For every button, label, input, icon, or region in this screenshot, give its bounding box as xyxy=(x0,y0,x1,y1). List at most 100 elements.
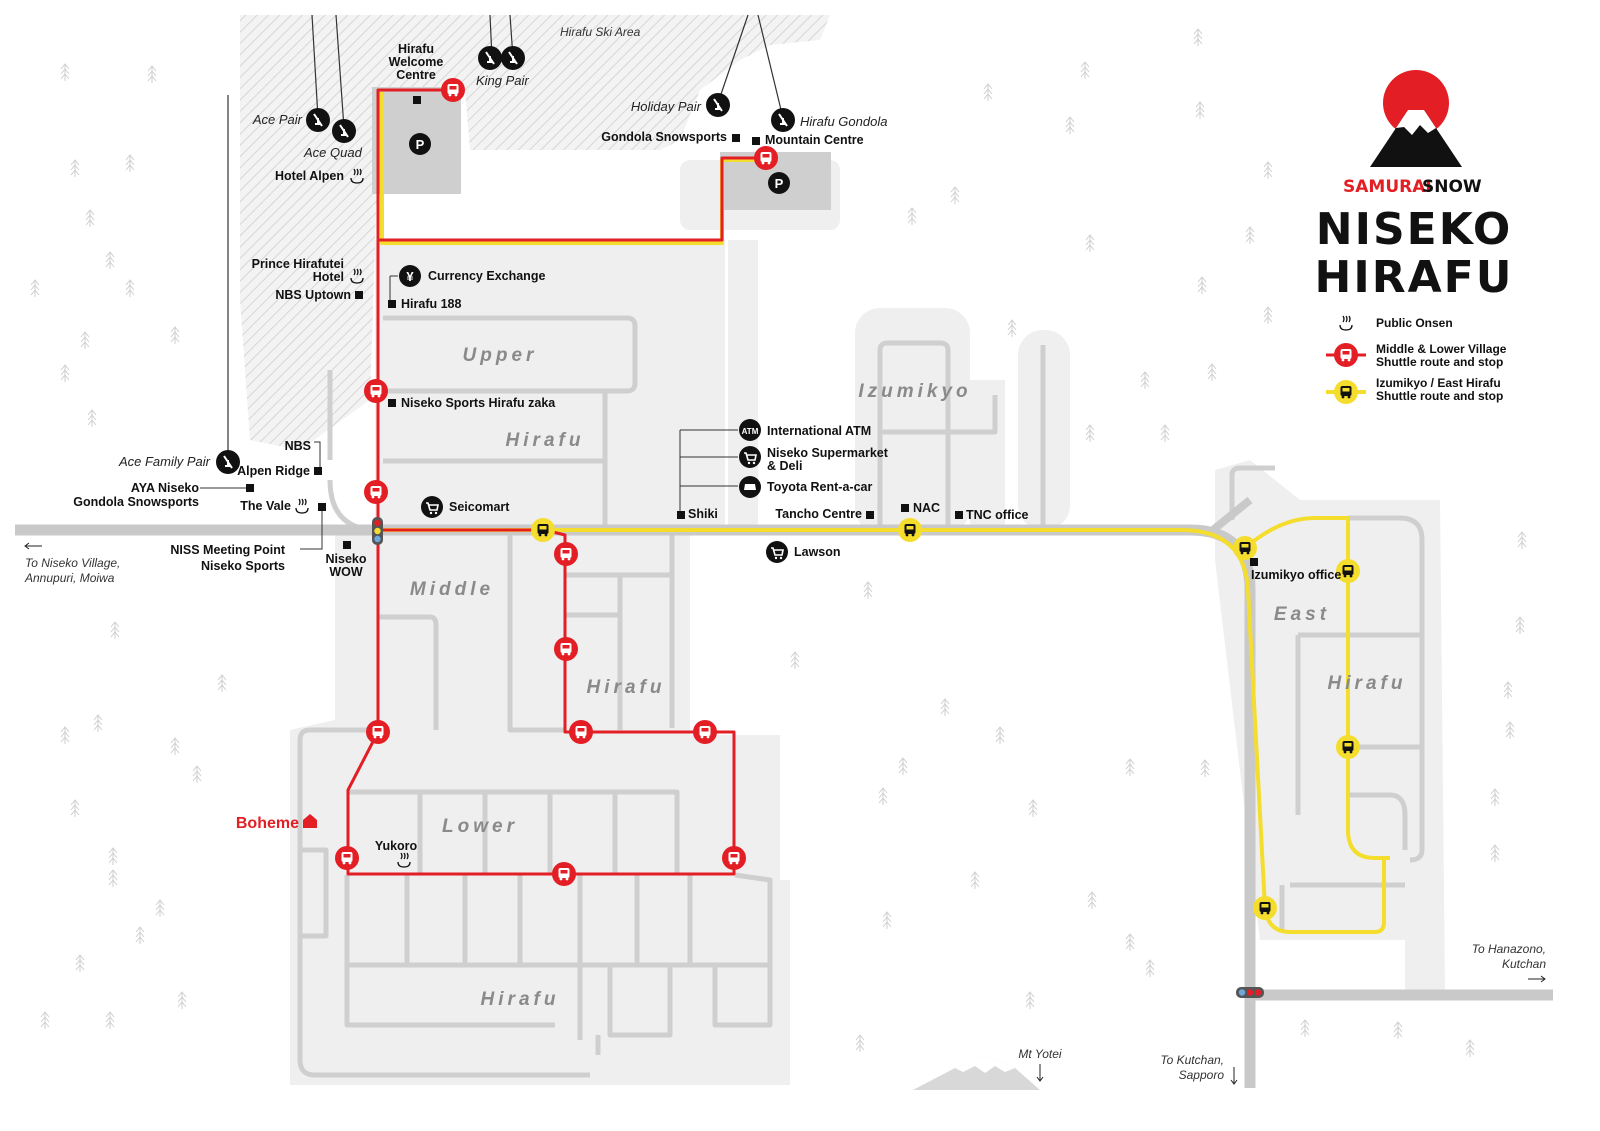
svg-text:Hirafu 188: Hirafu 188 xyxy=(401,297,461,311)
svg-text:Niseko: Niseko xyxy=(326,552,367,566)
atm-icon xyxy=(739,419,761,441)
bus-stop-red-icon xyxy=(552,862,576,886)
brand-samurai: SAMURAI xyxy=(1343,177,1432,197)
svg-text:Shuttle route and stop: Shuttle route and stop xyxy=(1376,355,1503,369)
svg-text:Lower: Lower xyxy=(442,816,518,837)
chairlift-icon xyxy=(705,92,731,118)
svg-text:Centre: Centre xyxy=(396,68,436,82)
boheme-marker: Boheme xyxy=(236,814,317,832)
place-labels: Hirafu Welcome Centre Gondola Snowsports… xyxy=(73,42,1341,853)
svg-text:Mt Yotei: Mt Yotei xyxy=(1018,1047,1061,1061)
svg-text:P: P xyxy=(416,137,425,152)
ski-area: Hirafu Ski Area xyxy=(240,15,830,450)
onsen-icon xyxy=(295,498,309,514)
red-route xyxy=(346,88,765,876)
yellow-route xyxy=(377,92,1390,934)
svg-text:Middle & Lower Village: Middle & Lower Village xyxy=(1376,342,1507,356)
svg-text:Yukoro: Yukoro xyxy=(375,839,418,853)
svg-text:NBS Uptown: NBS Uptown xyxy=(275,288,351,302)
bus-stop-red-icon xyxy=(554,542,578,566)
bus-stop-red-icon xyxy=(335,846,359,870)
place-markers xyxy=(246,96,1258,566)
bus-stop-red-icon xyxy=(569,720,593,744)
svg-text:Hirafu: Hirafu xyxy=(481,989,560,1010)
svg-text:Izumikyo: Izumikyo xyxy=(858,381,971,402)
leader-lines xyxy=(200,275,738,550)
svg-text:Tancho Centre: Tancho Centre xyxy=(775,507,862,521)
bus-stop-yellow-icon xyxy=(898,518,922,542)
shopping-cart-icon xyxy=(738,445,762,469)
direction-labels: To Niseko Village, Annupuri, Moiwa To Ha… xyxy=(24,542,1546,1085)
svg-text:Hirafu: Hirafu xyxy=(1328,673,1407,694)
svg-text:Kutchan: Kutchan xyxy=(1502,957,1546,971)
svg-text:AYA Niseko: AYA Niseko xyxy=(131,481,199,495)
lift-lines xyxy=(227,14,784,460)
svg-text:Middle: Middle xyxy=(410,579,494,600)
svg-text:Sapporo: Sapporo xyxy=(1179,1068,1225,1082)
svg-text:Shiki: Shiki xyxy=(688,507,718,521)
legend-yellow-bus-icon xyxy=(1334,380,1358,404)
streets xyxy=(297,315,1425,1078)
chairlift-icon xyxy=(500,45,526,71)
brand-logo: SAMURAI SNOW xyxy=(1343,70,1482,197)
svg-text:Upper: Upper xyxy=(463,345,538,366)
chairlift-icon xyxy=(477,45,503,71)
svg-text:Hirafu: Hirafu xyxy=(398,42,434,56)
svg-text:Niseko Sports: Niseko Sports xyxy=(201,559,285,573)
lift-holiday-pair: Holiday Pair xyxy=(631,99,702,114)
traffic-light xyxy=(372,517,1264,998)
svg-text:¥: ¥ xyxy=(406,269,414,284)
svg-text:Niseko Supermarket: Niseko Supermarket xyxy=(767,446,889,460)
ski-area-label: Hirafu Ski Area xyxy=(560,25,641,39)
svg-text:& Deli: & Deli xyxy=(767,459,802,473)
onsen-icon xyxy=(1339,315,1353,331)
svg-text:Izumikyo / East Hirafu: Izumikyo / East Hirafu xyxy=(1376,376,1501,390)
gondola-icon xyxy=(770,107,796,133)
home-icon xyxy=(303,814,317,828)
title-line2: HIRAFU xyxy=(1315,252,1514,303)
svg-text:Hirafu: Hirafu xyxy=(506,430,585,451)
legend: Public Onsen Middle & Lower Village Shut… xyxy=(1326,316,1507,404)
svg-text:The Vale: The Vale xyxy=(240,499,291,513)
bus-stop-red-icon xyxy=(366,720,390,744)
svg-text:Izumikyo office: Izumikyo office xyxy=(1251,568,1341,582)
bus-stop-yellow-icon xyxy=(531,518,555,542)
lift-ace-quad: Ace Quad xyxy=(303,145,363,160)
legend-red-bus-icon xyxy=(1334,343,1358,367)
parking-icon: P P xyxy=(409,133,790,194)
svg-text:NBS: NBS xyxy=(285,439,311,453)
bus-stop-yellow-icon xyxy=(1253,896,1277,920)
bus-stop-yellow-icon xyxy=(1336,735,1360,759)
bus-stop-red-icon xyxy=(441,78,465,102)
svg-text:ATM: ATM xyxy=(742,427,759,436)
title-line1: NISEKO xyxy=(1316,204,1512,255)
svg-text:Toyota Rent-a-car: Toyota Rent-a-car xyxy=(767,480,872,494)
service-icons: ¥ ATM xyxy=(399,265,789,564)
svg-text:To Hanazono,: To Hanazono, xyxy=(1472,942,1546,956)
bus-stop-red-icon xyxy=(364,379,388,403)
svg-text:WOW: WOW xyxy=(329,565,363,579)
chairlift-icon xyxy=(331,118,357,144)
svg-text:Gondola Snowsports: Gondola Snowsports xyxy=(73,495,199,509)
svg-text:Currency Exchange: Currency Exchange xyxy=(428,269,545,283)
lift-ace-family-pair: Ace Family Pair xyxy=(118,454,211,469)
svg-text:NAC: NAC xyxy=(913,501,940,515)
svg-text:P: P xyxy=(775,176,784,191)
svg-text:Welcome: Welcome xyxy=(389,55,444,69)
svg-text:Alpen Ridge: Alpen Ridge xyxy=(237,464,310,478)
shopping-cart-icon xyxy=(420,495,444,519)
lift-ace-pair: Ace Pair xyxy=(252,112,303,127)
svg-text:To Niseko Village,: To Niseko Village, xyxy=(25,556,120,570)
currency-icon xyxy=(399,265,421,287)
mt-yotei: Mt Yotei xyxy=(913,1047,1062,1090)
svg-text:NISS Meeting Point: NISS Meeting Point xyxy=(170,543,285,557)
svg-text:International ATM: International ATM xyxy=(767,424,871,438)
lift-labels: Ace Pair Ace Quad King Pair Holiday Pair… xyxy=(118,73,887,469)
bus-stop-red-icon xyxy=(364,480,388,504)
svg-text:TNC office: TNC office xyxy=(966,508,1029,522)
brand-snow: SNOW xyxy=(1422,177,1482,197)
svg-text:Mountain Centre: Mountain Centre xyxy=(765,133,864,147)
bus-stop-red-icon xyxy=(722,846,746,870)
svg-text:Gondola Snowsports: Gondola Snowsports xyxy=(601,130,727,144)
